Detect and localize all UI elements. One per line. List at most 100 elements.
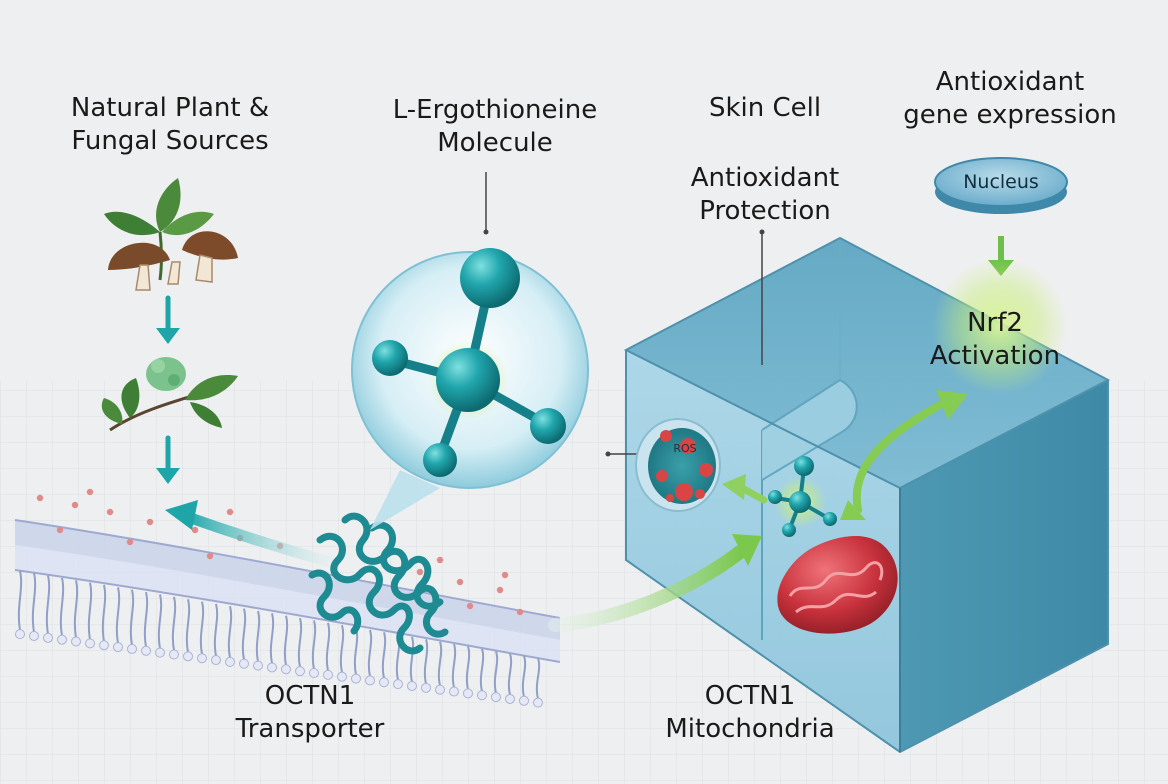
gene-expression-label-line1: Antioxidant — [935, 67, 1085, 97]
lipid-tail — [521, 655, 527, 698]
mitochondria-label-line2: Mitochondria — [665, 714, 835, 744]
membrane-particle — [501, 571, 509, 579]
lipid-head — [127, 643, 137, 654]
lipid-tail — [381, 632, 387, 679]
membrane-particle — [466, 602, 474, 610]
lipid-head — [407, 680, 417, 691]
lipid-tail — [143, 591, 149, 647]
lipid-tail — [409, 636, 415, 683]
lipid-head — [169, 649, 179, 660]
lipid-head — [393, 679, 403, 690]
lipid-tail — [507, 653, 513, 696]
lipid-tail — [171, 596, 177, 651]
lipid-tail — [535, 657, 541, 699]
membrane-particle — [106, 508, 114, 516]
molecule-pointer-dot — [483, 229, 489, 235]
lipid-tail — [73, 580, 79, 638]
lipid-head — [113, 642, 123, 653]
lipid-head — [281, 664, 291, 675]
sources-label-line2: Fungal Sources — [71, 126, 269, 156]
lipid-head — [183, 651, 193, 662]
membrane-particle — [226, 508, 234, 516]
lipid-head — [197, 653, 207, 664]
lipid-head — [365, 675, 375, 686]
lipid-tail — [283, 615, 289, 666]
mitochondria-label: OCTN1 Mitochondria — [640, 680, 860, 746]
lipid-tail — [59, 577, 65, 636]
lipid-head — [15, 629, 25, 640]
gene-expression-label-line2: gene expression — [903, 100, 1117, 130]
lipid-head — [57, 634, 67, 645]
membrane-particle — [496, 586, 504, 594]
lipid-tail — [493, 650, 499, 694]
nrf2-label-line1: Nrf2 — [967, 308, 1023, 338]
skin-cell-label-text: Skin Cell — [708, 93, 822, 123]
mushroom-icon — [108, 231, 238, 291]
lipid-head — [337, 671, 347, 682]
nrf2-glow — [932, 258, 1068, 394]
lipid-head — [43, 632, 53, 643]
lipid-head — [225, 656, 235, 667]
sources-label: Natural Plant & Fungal Sources — [40, 92, 300, 158]
uptake-arrow — [165, 500, 336, 568]
lipid-head — [239, 658, 249, 669]
lipid-tail — [311, 620, 317, 670]
source-arrow-down-2 — [156, 435, 180, 484]
transporter-label-line2: Transporter — [235, 714, 385, 744]
nucleus — [934, 157, 1068, 214]
molecule-icon — [372, 248, 566, 477]
source-arrow-down — [156, 295, 180, 344]
lipid-tail — [255, 610, 261, 662]
lipid-head — [449, 686, 459, 697]
ros-pointer-dot — [605, 451, 611, 457]
lipid-tail — [451, 643, 457, 688]
nrf2-label-line2: Activation — [929, 341, 1061, 371]
lipid-head — [141, 645, 151, 656]
membrane-particle — [456, 578, 464, 586]
lipid-head — [323, 669, 333, 680]
lipid-tail — [465, 646, 471, 690]
lipid-head — [155, 647, 165, 658]
lipid-head — [435, 684, 445, 695]
membrane-particle — [126, 538, 134, 546]
membrane-particle — [56, 526, 64, 534]
lipid-head — [309, 668, 319, 679]
lipid-head — [267, 662, 277, 673]
lipid-head — [519, 695, 529, 706]
membrane-particle — [516, 608, 524, 616]
lipid-tail — [325, 622, 331, 672]
transport-arrow — [548, 534, 762, 632]
lipid-tail — [157, 594, 163, 649]
lipid-tail — [31, 572, 37, 633]
lipid-head — [421, 682, 431, 693]
membrane-particle — [416, 568, 424, 576]
protection-label-line1: Antioxidant — [690, 163, 840, 193]
ros-label: ROS — [673, 442, 697, 455]
cell-membrane — [14, 488, 561, 708]
lipid-head — [505, 693, 515, 704]
lipid-head — [29, 630, 39, 641]
lipid-tail — [437, 641, 443, 686]
protection-arrow — [722, 474, 768, 504]
lipid-head — [253, 660, 263, 671]
lipid-head — [463, 688, 473, 699]
nucleus-label: Nucleus — [963, 171, 1039, 193]
lipid-tail — [269, 613, 275, 664]
lipid-tail — [101, 584, 107, 642]
molecule-label-line1: L-Ergothioneine — [392, 95, 598, 125]
lipid-head — [491, 692, 501, 703]
protection-label: Antioxidant Protection — [660, 162, 870, 228]
membrane-particle — [436, 556, 444, 564]
sprout-icon — [101, 357, 238, 432]
lipid-head — [477, 690, 487, 701]
lipid-tail — [241, 608, 247, 660]
lipid-tail — [185, 598, 191, 653]
lipid-tails — [15, 570, 543, 708]
sources-label-line1: Natural Plant & — [70, 93, 270, 123]
membrane-particle — [86, 488, 94, 496]
lipid-tail — [45, 575, 51, 634]
membrane-particle — [206, 552, 214, 560]
membrane-particle — [71, 501, 79, 509]
lipid-head — [85, 638, 95, 649]
